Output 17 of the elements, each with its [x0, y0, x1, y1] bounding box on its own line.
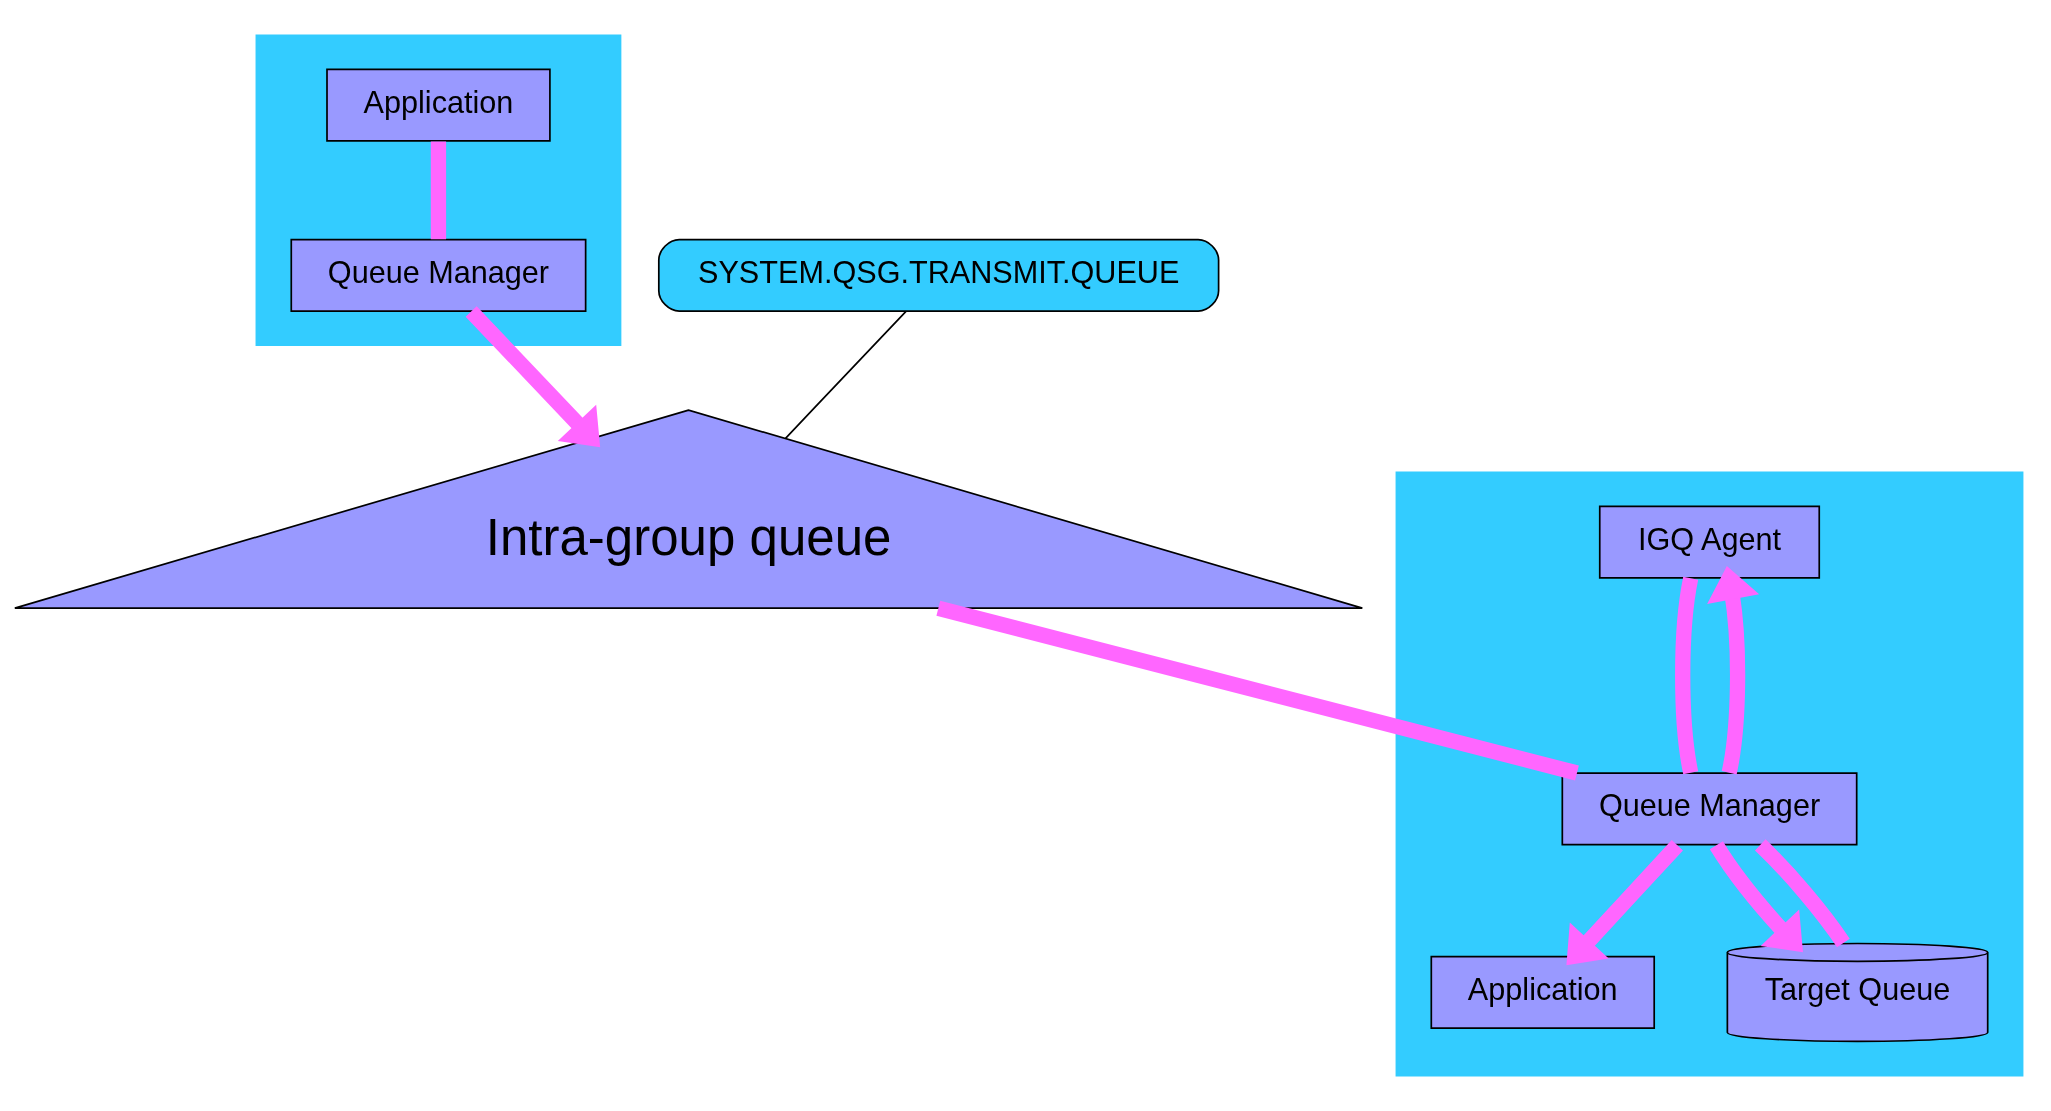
connector — [1754, 839, 1850, 948]
node-box: SYSTEM.QSG.TRANSMIT.QUEUE — [657, 238, 1220, 312]
node-box: Queue Manager — [1561, 772, 1858, 846]
node-box: Queue Manager — [290, 238, 587, 312]
node-box: Application — [1430, 955, 1656, 1029]
node-box: IGQ Agent — [1598, 505, 1821, 579]
arrow — [1709, 841, 1803, 953]
connector — [1675, 576, 1699, 775]
arrow — [1707, 566, 1760, 775]
node-box: Application — [326, 68, 551, 142]
arrow — [1566, 840, 1683, 966]
cluster — [255, 34, 622, 346]
cluster — [1395, 471, 2024, 1077]
connector — [784, 310, 907, 440]
connector — [936, 600, 1579, 781]
arrow — [465, 306, 601, 448]
connector — [430, 141, 447, 240]
